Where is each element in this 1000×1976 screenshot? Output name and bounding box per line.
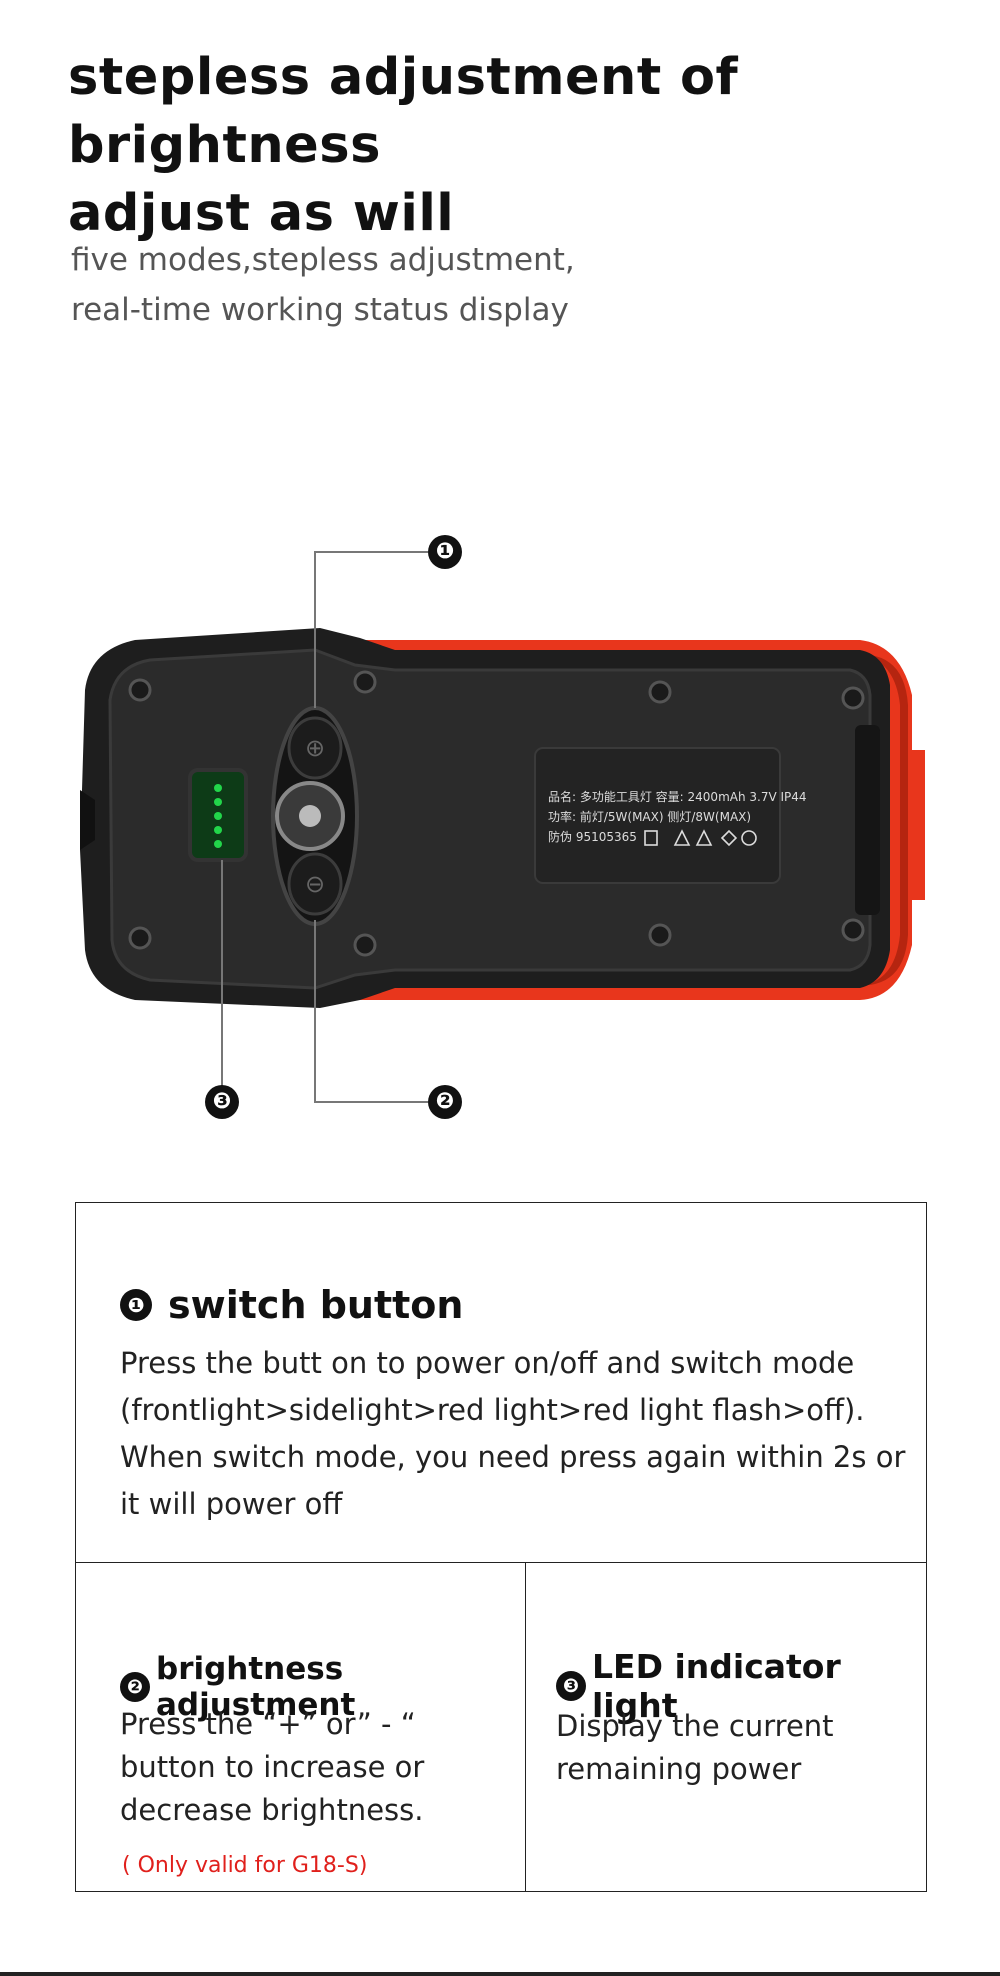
switch-button-description: Press the butt on to power on/off and sw…	[120, 1346, 906, 1521]
cert-icons	[644, 829, 757, 847]
worklight-illustration: ⊕ ⊖ 品名: 多功能工具灯 容量: 2400mAh 3.7V IP44 功率:…	[80, 551, 925, 1103]
led-indicator-cell: ❸ LED indicator light Display the curren…	[526, 1563, 926, 1891]
badge-3: ❸	[556, 1671, 586, 1701]
bottom-divider	[0, 1972, 1000, 1976]
led-dot	[214, 812, 222, 820]
product-image: ⊕ ⊖ 品名: 多功能工具灯 容量: 2400mAh 3.7V IP44 功率:…	[0, 520, 1000, 1120]
warning-icon	[695, 829, 713, 846]
led-dot	[214, 840, 222, 848]
page-subtitle: five modes,stepless adjustment, real-tim…	[71, 235, 575, 335]
led-indicator-description: Display the current remaining power	[556, 1709, 834, 1786]
badge-2: ❷	[120, 1672, 150, 1702]
led-dot	[214, 784, 222, 792]
plus-button[interactable]	[287, 716, 343, 780]
switch-button-cell: ❶ switch button Press the butt on to pow…	[76, 1203, 926, 1563]
flame-icon	[741, 830, 757, 846]
callout-line-2	[314, 920, 428, 1103]
feature-table: ❶ switch button Press the butt on to pow…	[75, 1202, 927, 1892]
screw-icon	[128, 678, 152, 702]
callout-line-1	[314, 551, 428, 708]
title-line-2: adjust as will	[68, 184, 455, 243]
screws	[128, 670, 865, 957]
screw-icon	[648, 680, 672, 704]
callout-2: ❷	[428, 1085, 462, 1119]
minus-button[interactable]	[287, 852, 343, 916]
right-ridge	[855, 725, 880, 915]
warning-icon	[673, 829, 691, 846]
left-grip	[80, 790, 95, 850]
screw-icon	[841, 918, 865, 942]
subtitle-line-2: real-time working status display	[71, 292, 569, 328]
label-line-2: 功率: 前灯/5W(MAX) 侧灯/8W(MAX)	[548, 809, 751, 824]
led-indicator-title: LED indicator light	[592, 1647, 841, 1725]
minus-icon: ⊖	[305, 870, 325, 898]
badge-1: ❶	[120, 1289, 152, 1321]
screw-icon	[648, 923, 672, 947]
label-line-1: 品名: 多功能工具灯 容量: 2400mAh 3.7V IP44	[548, 789, 807, 804]
brightness-description: Press the “+” or” - “ button to increase…	[120, 1707, 425, 1827]
page-title: stepless adjustment of brightness adjust…	[68, 44, 1000, 248]
led-dots	[214, 784, 222, 848]
title-line-1: stepless adjustment of brightness	[68, 48, 739, 175]
red-housing-shade	[860, 655, 908, 985]
led-indicator-heading: ❸ LED indicator light	[556, 1647, 926, 1725]
screw-icon	[841, 686, 865, 710]
label-plate	[534, 747, 781, 884]
screw-icon	[128, 926, 152, 950]
callout-3: ❸	[205, 1085, 239, 1119]
callout-lines	[221, 551, 428, 1103]
screw-icon	[353, 670, 377, 694]
brightness-title: brightness adjustment	[156, 1651, 356, 1723]
led-dot	[214, 798, 222, 806]
led-dot	[214, 826, 222, 834]
label-line-3: 防伪 95105365	[548, 829, 637, 844]
diamond-icon	[720, 829, 738, 847]
power-button-center	[299, 805, 321, 827]
brightness-note: ( Only valid for G18-S)	[122, 1853, 368, 1878]
screw-icon	[353, 933, 377, 957]
brightness-cell: ❷ brightness adjustment Press the “+” or…	[76, 1563, 526, 1891]
switch-button-title: switch button	[168, 1283, 464, 1327]
subtitle-line-1: five modes,stepless adjustment,	[71, 242, 575, 278]
recycle-bin-icon	[644, 830, 658, 846]
callout-1: ❶	[428, 535, 462, 569]
switch-button-heading: ❶ switch button	[120, 1283, 463, 1327]
plus-icon: ⊕	[305, 734, 325, 762]
brightness-heading: ❷ brightness adjustment	[120, 1651, 525, 1723]
